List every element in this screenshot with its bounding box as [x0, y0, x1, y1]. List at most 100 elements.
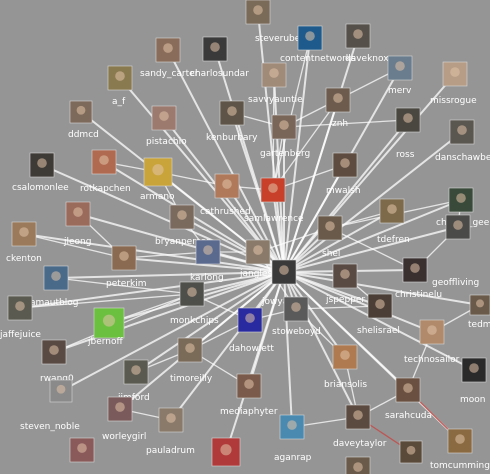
node-steven_noble[interactable]: steven_noble	[20, 379, 80, 432]
node-sandy_carter[interactable]: sandy_carter	[140, 37, 199, 79]
node-bryanperson[interactable]: bryanperson	[155, 204, 212, 247]
avatar-worleygirl[interactable]	[107, 396, 133, 422]
node-danschawbel[interactable]: danschawbel	[435, 119, 490, 163]
node-avatar_bottom_right2[interactable]	[399, 440, 423, 464]
node-sarahcuda[interactable]: sarahcuda	[385, 377, 432, 421]
node-jowyang[interactable]: jowyang	[261, 259, 300, 307]
node-label-daveytaylor: daveytaylor	[333, 439, 387, 449]
node-amautblog[interactable]: amautblog	[30, 265, 78, 308]
node-cathrushed[interactable]: cathrushed	[200, 173, 251, 217]
edge-jowyang-csalomonlee	[41, 164, 285, 273]
node-jbernoff[interactable]: jbernoff	[87, 307, 125, 347]
node-samlawrence[interactable]: samlawrence	[244, 177, 304, 224]
avatar-rotkapchen[interactable]	[91, 149, 117, 175]
node-label-armano: armano	[140, 192, 175, 202]
node-ckenton[interactable]: ckenton	[6, 221, 42, 264]
avatar-face-charlosundar	[210, 42, 220, 52]
node-label-pauladrum: pauladrum	[146, 446, 195, 456]
avatar-daveknox[interactable]	[345, 23, 371, 49]
node-znh[interactable]: znh	[325, 87, 351, 129]
avatar-face-armano	[152, 164, 164, 176]
node-moon[interactable]: moon	[460, 357, 487, 405]
node-label-timoreilly: timoreilly	[170, 374, 213, 384]
node-label-karlong: karlong	[190, 273, 224, 283]
node-tdefren[interactable]: tdefren	[377, 198, 410, 245]
avatar-face-jleong	[73, 207, 83, 217]
node-avatar_bottom_left[interactable]	[69, 437, 95, 463]
node-shelisrael[interactable]: shelisrael	[357, 293, 400, 336]
node-label-geoffliving: geoffliving	[432, 278, 479, 288]
node-daveytaylor[interactable]: daveytaylor	[333, 404, 387, 449]
node-label-moon: moon	[460, 395, 485, 405]
node-technosailor[interactable]: technosailor	[404, 319, 460, 365]
edge-jowyang-briansolis	[283, 271, 346, 358]
node-monkchips[interactable]: monkchips	[170, 281, 219, 326]
avatar-face-jimford	[131, 365, 141, 375]
avatar-face-ckenton	[19, 227, 29, 237]
edge-jowyang-technosailor	[283, 271, 433, 333]
node-stoweboyd[interactable]: stoweboyd	[272, 296, 321, 337]
node-briansolis[interactable]: briansolis	[324, 344, 367, 390]
node-label-shelisrael: shelisrael	[357, 326, 400, 336]
node-label-jbernoff: jbernoff	[87, 337, 124, 347]
node-ddmcd[interactable]: ddmcd	[68, 100, 99, 140]
node-karlong[interactable]: karlong	[190, 239, 224, 283]
node-timoreilly[interactable]: timoreilly	[170, 337, 213, 384]
node-jangles[interactable]: jangles	[239, 239, 272, 279]
avatar-face-peterkim	[119, 251, 129, 261]
node-jleong[interactable]: jleong	[63, 201, 91, 247]
node-rwang0[interactable]: rwang0	[40, 339, 74, 384]
node-kenburbary[interactable]: kenburbary	[206, 100, 258, 143]
avatar-face-znh	[333, 93, 343, 103]
node-pistachio[interactable]: pistachio	[146, 105, 187, 147]
node-geoffliving[interactable]: geoffliving	[432, 214, 479, 288]
node-a_f[interactable]: a_f	[107, 65, 133, 107]
edge-jowyang-jaffejuice	[19, 271, 285, 309]
node-tedm[interactable]: tedm	[468, 294, 490, 330]
node-gartenberg[interactable]: gartenberg	[260, 114, 310, 159]
node-daveknox[interactable]: daveknox	[345, 23, 389, 64]
node-jspepper[interactable]: jspepper	[325, 263, 365, 305]
edge-jowyang-steverubel	[257, 11, 285, 273]
node-shel[interactable]: shel	[317, 215, 343, 259]
edge-monkchips-jaffejuice	[19, 293, 193, 309]
node-aganrap[interactable]: aganrap	[274, 414, 312, 463]
node-label-rwang0: rwang0	[40, 374, 74, 384]
node-missrogue[interactable]: missrogue	[430, 61, 477, 106]
node-avatar_bottom_mid[interactable]	[211, 437, 241, 467]
node-mediaphyter[interactable]: mediaphyter	[220, 373, 278, 417]
avatar-face-steven_noble	[56, 384, 66, 394]
edge-jowyang-peterkim	[123, 257, 285, 273]
node-ross[interactable]: ross	[395, 107, 421, 160]
node-label-technosailor: technosailor	[404, 355, 460, 365]
node-contentnetworks[interactable]: contentnetworks	[280, 25, 356, 64]
edge-jowyang-steven_noble	[60, 271, 285, 392]
node-christinelu[interactable]: christinelu	[395, 257, 442, 300]
avatar-face-shelisrael	[375, 299, 385, 309]
avatar-face-sandy_carter	[163, 43, 173, 53]
node-label-stoweboyd: stoweboyd	[272, 327, 321, 337]
node-worleygirl[interactable]: worleygirl	[102, 396, 146, 442]
node-mwalsh[interactable]: mwalsh	[326, 152, 361, 196]
node-label-jaffejuice: jaffejuice	[0, 330, 41, 340]
node-steverubel[interactable]: steverubel	[245, 0, 303, 44]
node-dahowlett[interactable]: dahowlett	[229, 307, 274, 354]
node-jaffejuice[interactable]: jaffejuice	[0, 295, 41, 340]
node-label-tdefren: tdefren	[377, 235, 410, 245]
node-merv[interactable]: merv	[387, 55, 413, 96]
node-jimford[interactable]: jimford	[117, 359, 150, 403]
edge-monkchips-amautblog	[55, 277, 193, 295]
node-csalomonlee[interactable]: csalomonlee	[12, 152, 69, 193]
node-avatar_bottom_right[interactable]	[345, 456, 371, 474]
node-pauladrum[interactable]: pauladrum	[146, 407, 195, 456]
avatar-stoweboyd[interactable]	[283, 296, 309, 322]
node-label-bryanperson: bryanperson	[155, 237, 212, 247]
node-rotkapchen[interactable]: rotkapchen	[80, 149, 131, 194]
node-charlosundar[interactable]: charlosundar	[190, 36, 249, 79]
node-tomcummings[interactable]: tomcummings	[430, 428, 490, 471]
node-label-peterkim: peterkim	[106, 279, 147, 289]
node-armano[interactable]: armano	[140, 157, 175, 202]
node-peterkim[interactable]: peterkim	[106, 245, 147, 289]
node-savvyauntie[interactable]: savvyauntie	[248, 62, 303, 105]
